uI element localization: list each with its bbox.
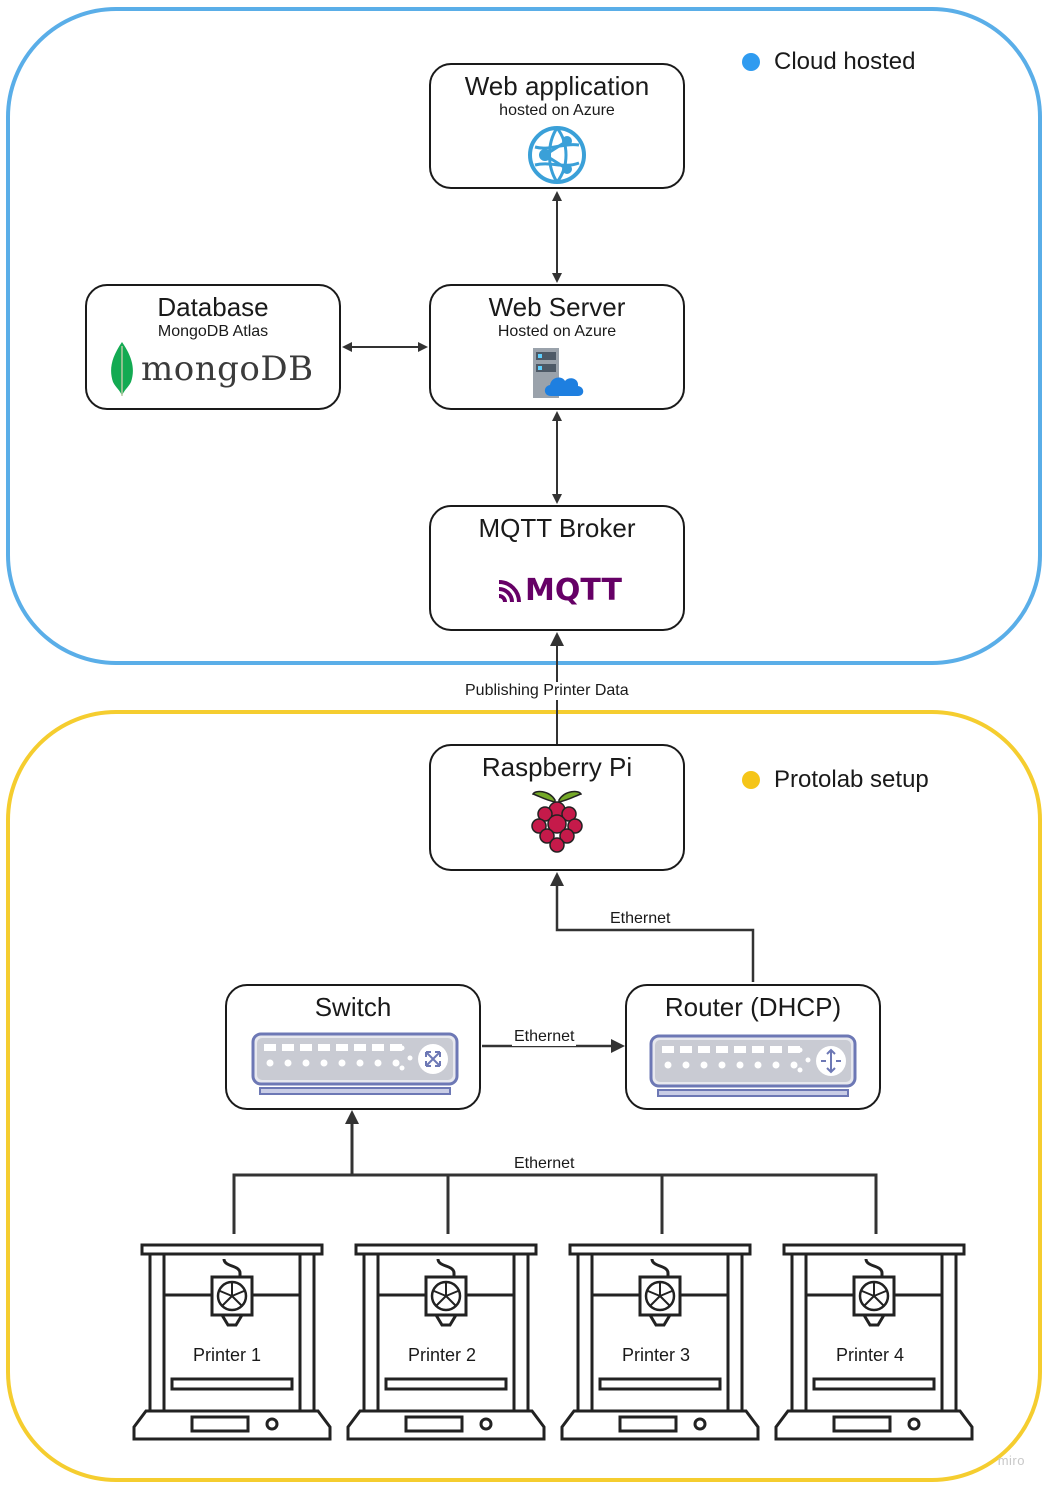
web-application-subtitle: hosted on Azure [499,102,615,119]
mqtt-broker-title: MQTT Broker [478,513,636,543]
yellow-dot-icon [742,771,760,789]
printer-1-icon [132,1243,332,1441]
mongodb-logo: mongoDB [107,340,314,398]
edge-label-router-pi: Ethernet [608,910,673,928]
edge-label-printers-switch: Ethernet [514,1155,575,1172]
raspberry-pi-node[interactable]: Raspberry Pi [429,744,685,871]
web-application-title: Web application [464,71,650,101]
printer-4-icon [774,1243,974,1441]
web-server-subtitle: Hosted on Azure [497,323,617,340]
database-node[interactable]: Database MongoDB Atlas mongoDB [85,284,341,410]
cloud-server-icon [533,348,584,398]
protolab-setup-legend: Protolab setup [742,766,929,794]
router-title: Router (DHCP) [664,992,842,1022]
printer-3-icon [560,1243,760,1441]
protolab-setup-zone [6,710,1042,1482]
miro-watermark: miro [997,1453,1025,1468]
raspberry-pi-title: Raspberry Pi [481,752,633,782]
printer-3-label: Printer 3 [621,1345,691,1365]
mqtt-signal-icon [498,579,521,602]
raspberry-pi-icon [531,790,583,853]
mqtt-logo: MQTT [497,573,622,608]
cloud-hosted-legend-label: Cloud hosted [774,48,916,75]
printer-4-label: Printer 4 [835,1345,905,1365]
mqtt-broker-node[interactable]: MQTT Broker MQTT [429,505,685,631]
printer-2-icon [346,1243,546,1441]
switch-node[interactable]: Switch [225,984,481,1110]
web-server-node[interactable]: Web Server Hosted on Azure [429,284,685,410]
edge-label-switch-router: Ethernet [512,1028,577,1046]
cloud-hosted-zone [6,7,1042,665]
edge-router-pi [550,872,755,982]
printer-1-label: Printer 1 [192,1345,262,1365]
network-router-icon [649,1034,857,1097]
printer-2-label: Printer 2 [407,1345,477,1365]
web-application-node[interactable]: Web application hosted on Azure [429,63,685,189]
router-node[interactable]: Router (DHCP) [625,984,881,1110]
network-switch-icon [251,1032,459,1095]
web-server-title: Web Server [488,292,626,322]
switch-title: Switch [314,992,392,1022]
mongodb-leaf-icon [111,342,133,396]
edge-printers-switch [232,1113,878,1234]
edge-label-publishing: Publishing Printer Data [463,682,631,700]
database-subtitle: MongoDB Atlas [157,323,269,340]
mongodb-wordmark: mongoDB [141,349,314,389]
cloud-hosted-legend: Cloud hosted [742,48,915,76]
database-title: Database [157,292,269,322]
blue-dot-icon [742,53,760,71]
azure-web-app-icon [528,126,586,184]
mqtt-wordmark: MQTT [525,573,622,608]
protolab-setup-legend-label: Protolab setup [774,766,929,793]
